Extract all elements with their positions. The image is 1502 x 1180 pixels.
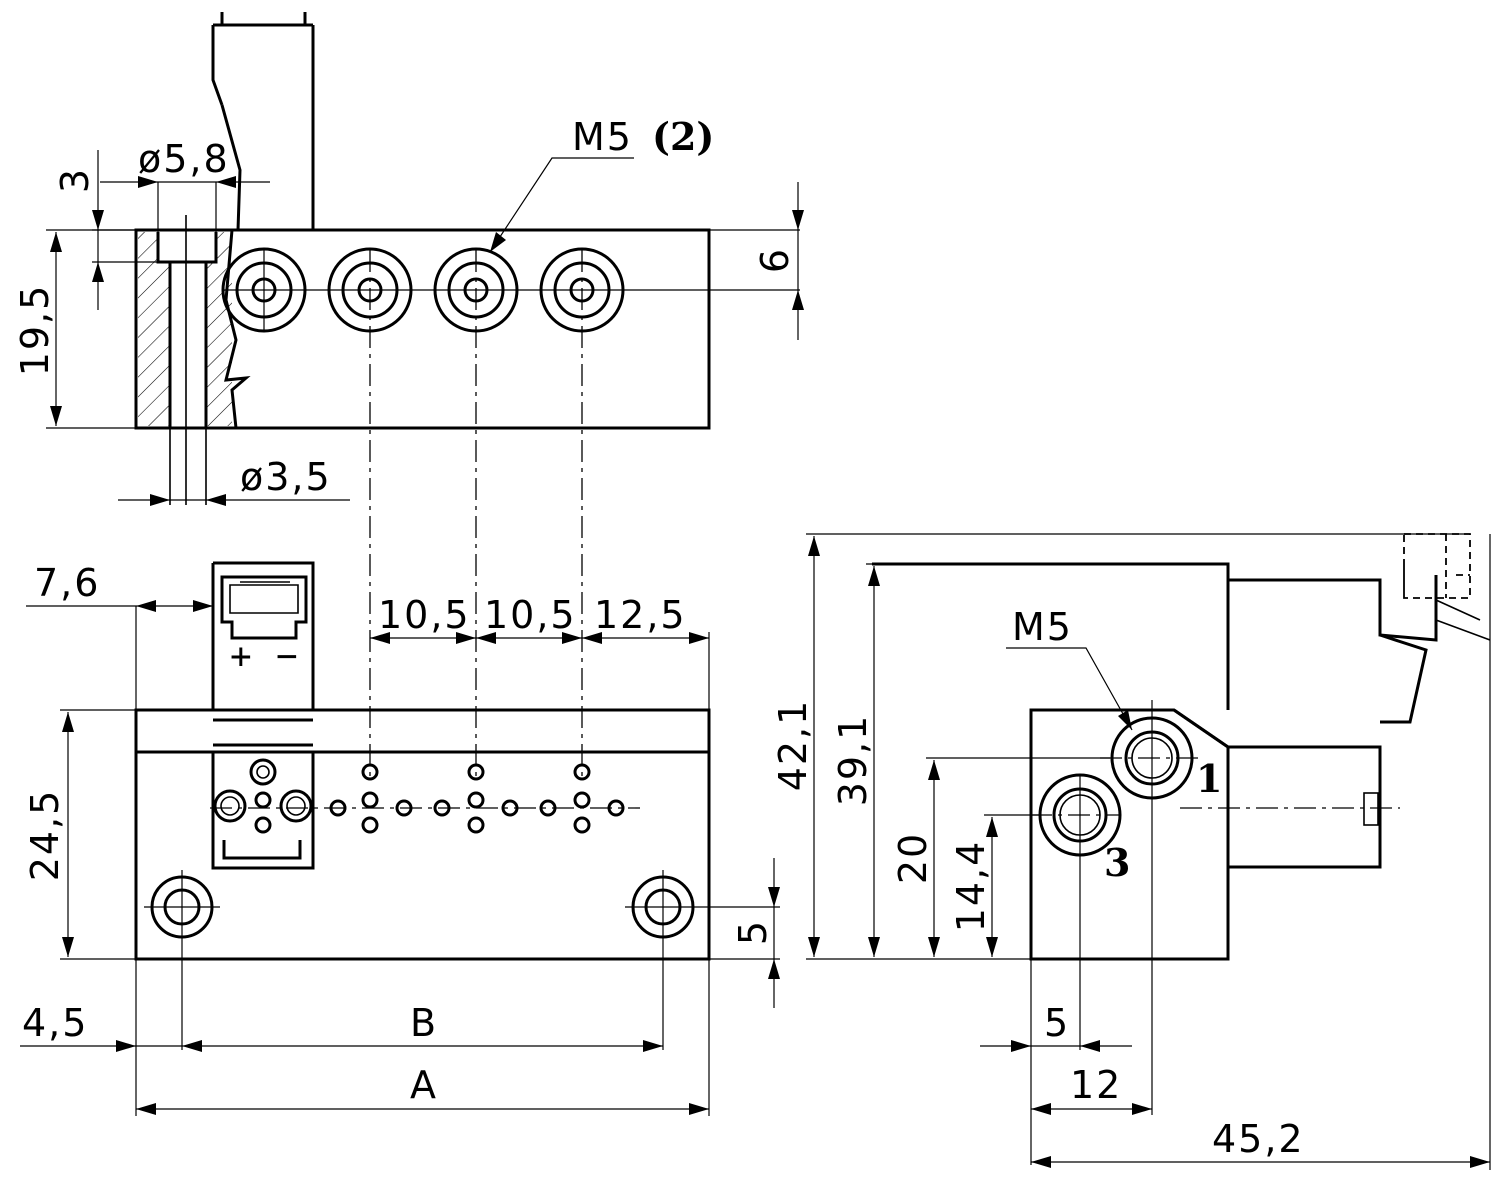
dim-3: 3 (53, 167, 97, 193)
dim-5-front: 5 (731, 919, 775, 945)
thread-label-side: M5 (1012, 605, 1073, 649)
dim-4-5: 4,5 (22, 1001, 88, 1045)
dim-45-2: 45,2 (1212, 1117, 1305, 1161)
top-view: 3 ø5,8 19,5 ø3,5 6 M5 (2) (13, 12, 804, 780)
pitch-dim-1: 10,5 (378, 593, 471, 637)
dim-B: B (410, 1001, 438, 1045)
port-1-label: 1 (1196, 756, 1222, 801)
plus-sign: + (230, 636, 252, 677)
dim-7-6: 7,6 (34, 561, 100, 605)
front-body (134, 708, 711, 961)
side-view: 1 3 M5 42,1 39,1 20 14,4 5 (771, 533, 1491, 1170)
dim-19-5: 19,5 (13, 284, 57, 377)
front-view: + − (20, 561, 780, 1116)
pin-holes (329, 763, 625, 834)
dim-dia-5-8: ø5,8 (138, 137, 230, 181)
dim-dia-3-5: ø3,5 (240, 455, 332, 499)
thread-count-top: (2) (652, 114, 714, 159)
top-body (134, 228, 711, 430)
dim-14-4: 14,4 (949, 840, 993, 933)
dim-12: 12 (1070, 1063, 1122, 1107)
dim-20: 20 (891, 832, 935, 884)
minus-sign: − (276, 636, 298, 677)
dim-A: A (410, 1063, 438, 1107)
port-3-label: 3 (1104, 840, 1130, 885)
dim-6: 6 (753, 247, 797, 273)
thread-label-top: M5 (572, 115, 633, 159)
pitch-dim-3: 12,5 (594, 593, 687, 637)
dim-39-1: 39,1 (831, 714, 875, 807)
dim-5-side: 5 (1044, 1001, 1070, 1045)
dim-24-5: 24,5 (23, 789, 67, 882)
pitch-dim-2: 10,5 (484, 593, 577, 637)
dim-42-1: 42,1 (771, 699, 815, 792)
